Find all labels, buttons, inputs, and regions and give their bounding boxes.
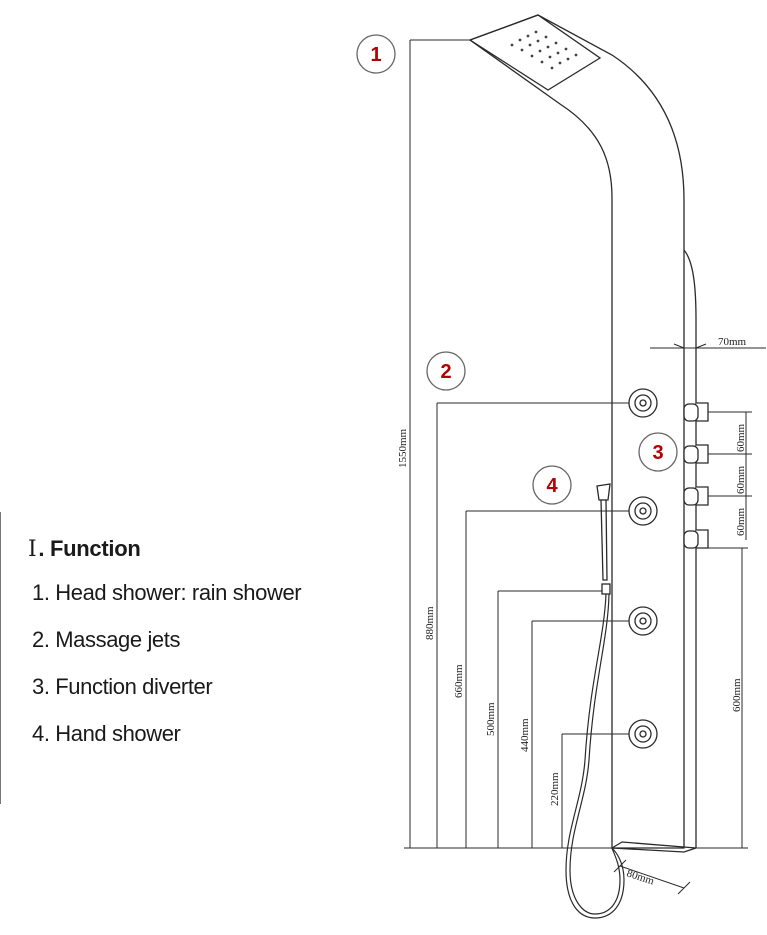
- dim-diverter-height: 600mm: [731, 678, 743, 712]
- massage-jet-1: [628, 388, 658, 418]
- massage-jet-3: [628, 606, 658, 636]
- callout-3-label: 3: [652, 442, 663, 464]
- dim-spacing-1: 60mm: [735, 423, 747, 452]
- massage-jet-2: [628, 496, 658, 526]
- dim-jet1: 880mm: [424, 606, 436, 640]
- hand-shower-hose: [565, 593, 625, 919]
- dim-hand-holder: 500mm: [485, 702, 497, 736]
- dim-jet3: 440mm: [519, 718, 531, 752]
- dimension-lines: [404, 39, 766, 895]
- callout-4-label: 4: [546, 475, 558, 497]
- function-legend: Ⅰ. Function 1. Head shower: rain shower …: [28, 536, 358, 768]
- legend-numeral: Ⅰ: [28, 537, 37, 562]
- dim-depth: 70mm: [718, 336, 747, 348]
- legend-item-hand-shower: 4. Hand shower: [32, 721, 181, 746]
- callout-2-label: 2: [440, 361, 451, 383]
- legend-title: Ⅰ. Function: [28, 536, 358, 562]
- dim-spacing-2: 60mm: [735, 465, 747, 494]
- diverter-knobs: [683, 402, 709, 549]
- panel-outline: [468, 14, 697, 853]
- callout-1-label: 1: [370, 44, 381, 66]
- dim-bottom-width: 80mm: [625, 867, 656, 887]
- hand-shower: [596, 483, 611, 595]
- callout-1: 1: [356, 34, 396, 74]
- legend-item-head-shower: 1. Head shower: rain shower: [32, 580, 302, 605]
- dim-total-height: 1550mm: [397, 428, 409, 468]
- callout-2: 2: [426, 351, 466, 391]
- callout-4: 4: [532, 465, 572, 505]
- dim-jet4: 220mm: [549, 772, 561, 806]
- legend-item-function-diverter: 3. Function diverter: [32, 674, 213, 699]
- dim-jet2: 660mm: [453, 664, 465, 698]
- massage-jet-4: [628, 719, 658, 749]
- legend-title-text: . Function: [38, 536, 141, 561]
- dim-spacing-3: 60mm: [735, 507, 747, 536]
- callout-3: 3: [638, 432, 678, 472]
- legend-item-massage-jets: 2. Massage jets: [32, 627, 181, 652]
- left-divider: [0, 512, 1, 804]
- rain-head-nozzles: [510, 30, 578, 70]
